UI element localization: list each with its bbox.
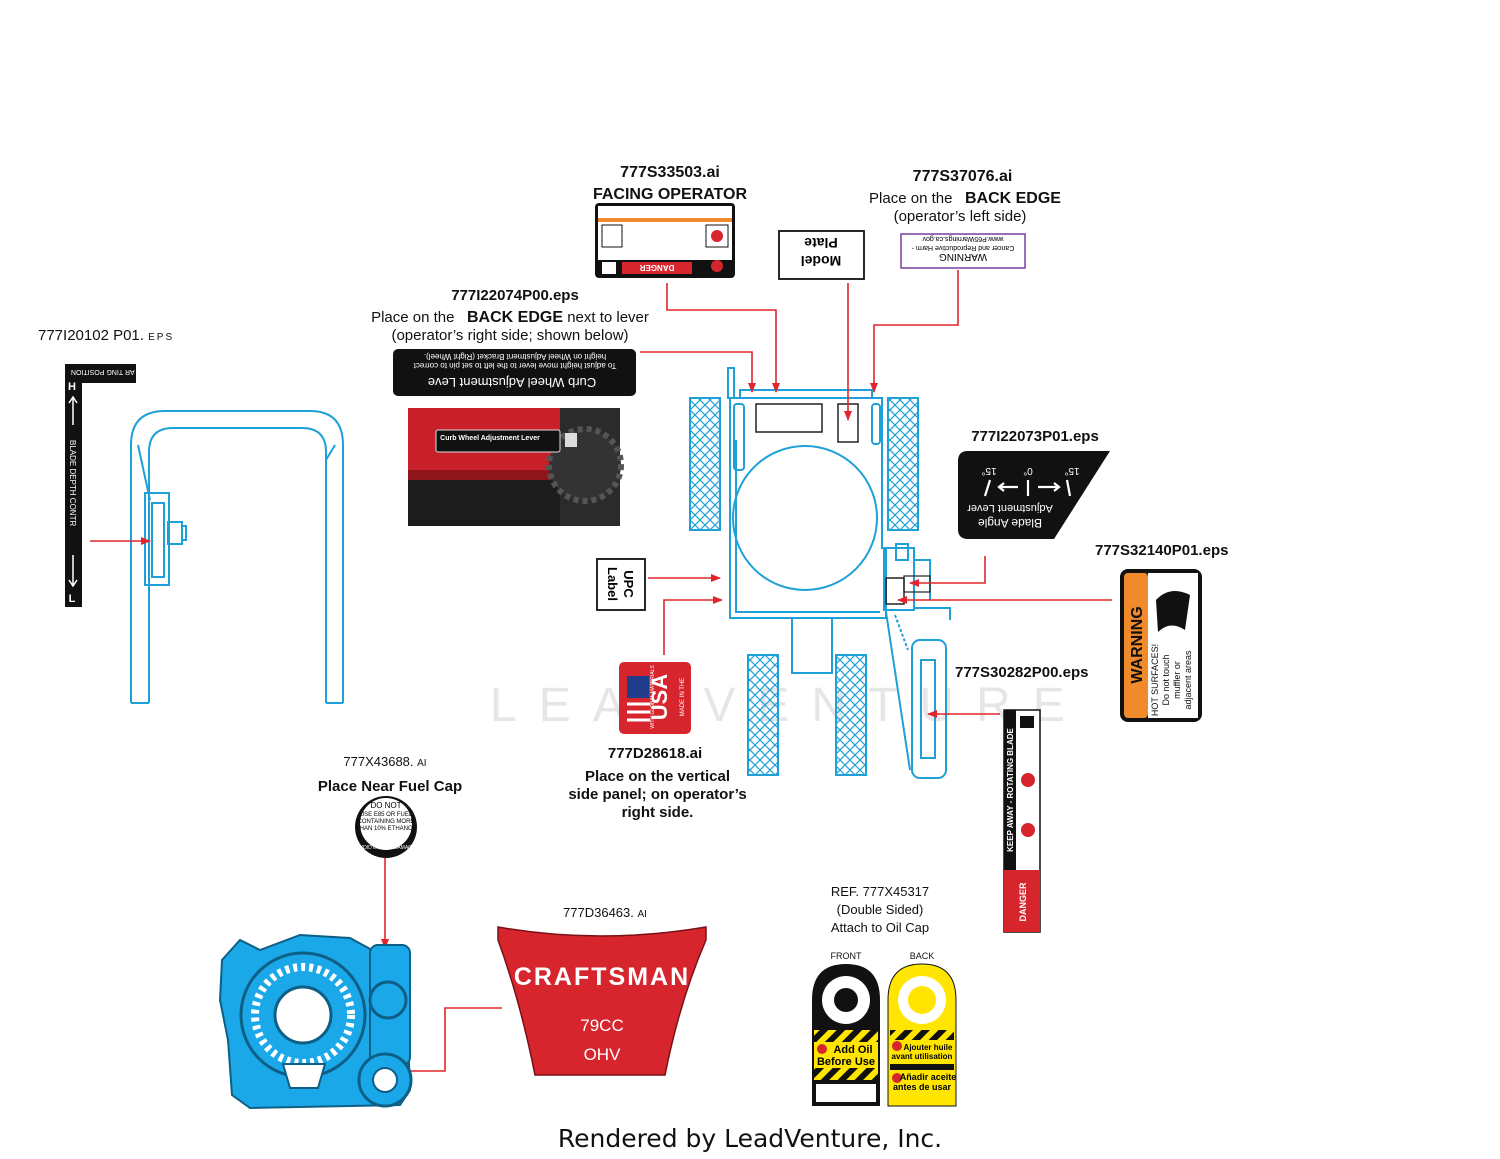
label-ref-777x45317: REF. 777X45317 (830, 884, 930, 899)
model-plate: Model Plate (778, 230, 865, 280)
prop65-line2: www.P65Warnings.ca.gov (922, 235, 1005, 242)
upc-text-2: Label (605, 567, 620, 601)
fuel-warning-decal: DO NOT USE E85 OR FUEL CONTAINING MORE T… (355, 796, 417, 858)
curb-line1: To adjust height move lever to the left … (413, 361, 617, 370)
ajouter-line1: Ajouter huile (904, 1043, 953, 1052)
hot-line-4: adjacent areas (1183, 650, 1193, 710)
label-777d36463: 777D36463. AI (563, 905, 647, 920)
made-in-usa-decal: USA MADE IN THE WITH GLOBAL MATERIALS (619, 662, 691, 734)
danger-text: DANGER (639, 263, 674, 272)
label-near-fuel-cap: Place Near Fuel Cap (317, 778, 463, 795)
curb-wheel-photo: Curb Wheel Adjustment Lever (408, 408, 624, 526)
label-777s33503: 777S33503.ai (620, 164, 720, 181)
label-777s37076: 777S37076.ai (912, 168, 1013, 185)
blade-angle-line2: Adjustment Lever (967, 502, 1053, 514)
oil-cap-tag-back: Ajouter huile avant utilisation Añadir a… (887, 963, 957, 1107)
angle-right: 15° (1064, 465, 1079, 476)
usa-global: WITH GLOBAL MATERIALS (650, 665, 656, 729)
model-plate-text-1: Model (801, 253, 841, 269)
label-777i22074: 777I22074P00.eps (451, 287, 579, 304)
footer-credit: Rendered by LeadVenture, Inc. (557, 1124, 943, 1153)
fuel-line-1: USE E85 OR FUEL (360, 812, 413, 818)
upc-label: UPC Label (596, 558, 646, 611)
anadir-line2: antes de usar (893, 1082, 952, 1092)
upc-text-1: UPC (621, 570, 636, 598)
label-777d28618: 777D28618.ai (607, 745, 703, 762)
label-operators-left: (operator’s left side) (893, 208, 1027, 225)
craftsman-cc: 79CC (580, 1016, 623, 1035)
keep-away-danger: DANGER (1018, 882, 1028, 922)
add-oil-line2: Before Use (817, 1056, 875, 1068)
curb-photo-title: Curb Wheel Adjustment Lever (440, 435, 540, 442)
craftsman-ohv: OHV (584, 1045, 622, 1064)
depth-l-text: L (69, 593, 76, 605)
label-facing-operator: FACING OPERATOR (592, 186, 748, 203)
start-position-text: ST AR TING POSITION (71, 368, 145, 375)
hot-surfaces-warning-decal: WARNING HOT SURFACES! Do not touch muffl… (1120, 569, 1202, 722)
label-operators-right-shown: (operator’s right side; shown below) (391, 327, 629, 344)
mower-top-view (689, 367, 951, 779)
fuel-line-2: CONTAINING MORE (358, 819, 415, 825)
hot-line-2: Do not touch (1161, 654, 1171, 705)
craftsman-decal: CRAFTSMAN 79CC OHV (497, 926, 707, 1076)
usa-big: USA (647, 674, 672, 721)
keep-away-text: KEEP AWAY - ROTATING BLADE (1006, 727, 1015, 851)
label-777x43688: 777X43688. AI (343, 754, 427, 769)
prop65-title: WARNING (939, 251, 987, 262)
blade-depth-decal: ST AR TING POSITION H BLADE DEPTH CONTR … (65, 364, 145, 607)
label-d28618-place-1: Place on the vertical (584, 768, 731, 785)
hot-line-3: muffler or (1172, 661, 1182, 699)
label-double-sided: (Double Sided) (836, 902, 924, 917)
curb-wheel-decal: Curb Wheel Adjustment Leve To adjust hei… (393, 349, 636, 396)
blade-angle-line1: Blade Angle (978, 516, 1042, 530)
hot-warning-title: WARNING (1129, 606, 1146, 683)
add-oil-line1: Add Oil (833, 1044, 872, 1056)
label-777s30282: 777S30282P00.eps (955, 664, 1089, 681)
label-777s32140: 777S32140P01.eps (1095, 542, 1229, 559)
hot-line-1: HOT SURFACES! (1150, 644, 1160, 716)
label-d28618-place-3: right side. (621, 804, 694, 821)
fuel-do-not: DO NOT (370, 801, 401, 810)
danger-decal-facing-operator: DANGER (595, 203, 735, 278)
label-attach-oil-cap: Attach to Oil Cap (830, 920, 930, 935)
ajouter-line2: avant utilisation (892, 1052, 953, 1061)
label-d28618-place-2: side panel; on operator’s (568, 786, 747, 803)
fuel-line-3: THAN 10% ETHANOL (356, 826, 417, 832)
anadir-line1: Añadir aceite (900, 1072, 957, 1082)
handle-outline (130, 410, 344, 704)
curb-line2: height on Wheel Adjustment Bracket (Righ… (424, 352, 606, 361)
prop65-warning-decal: WARNING Cancer and Reproductive Harm - w… (900, 233, 1026, 269)
craftsman-logo-text: CRAFTSMAN (514, 963, 690, 991)
engine-illustration (218, 933, 413, 1110)
keep-away-decal: KEEP AWAY - ROTATING BLADE DANGER (1003, 709, 1041, 933)
model-plate-text-2: Plate (804, 235, 838, 251)
blade-depth-text: BLADE DEPTH CONTR (68, 440, 77, 526)
curb-title: Curb Wheel Adjustment Leve (428, 375, 596, 390)
label-777i22073: 777I22073P01.eps (971, 428, 1099, 445)
usa-made: MADE IN THE (680, 678, 686, 717)
oil-cap-tag-front: Add Oil Before Use (812, 964, 880, 1106)
angle-center: 0° (1023, 465, 1033, 476)
depth-h-text: H (68, 381, 76, 393)
prop65-line1: Cancer and Reproductive Harm - (911, 244, 1014, 251)
fuel-bottom: AVOID ENGINE DAMAGE (357, 845, 416, 851)
label-back: BACK (909, 951, 935, 961)
blade-angle-decal: 15° 0° 15° Adjustment Lever Blade Angle (958, 451, 1110, 539)
label-777i22074-place: Place on the BACK EDGE next to lever (371, 309, 649, 326)
label-777s37076-place: Place on the BACK EDGE (869, 190, 1061, 207)
label-front: FRONT (830, 951, 862, 961)
label-777i20102: 777I20102 P01. EPS (38, 327, 175, 344)
angle-left: 15° (981, 465, 996, 476)
